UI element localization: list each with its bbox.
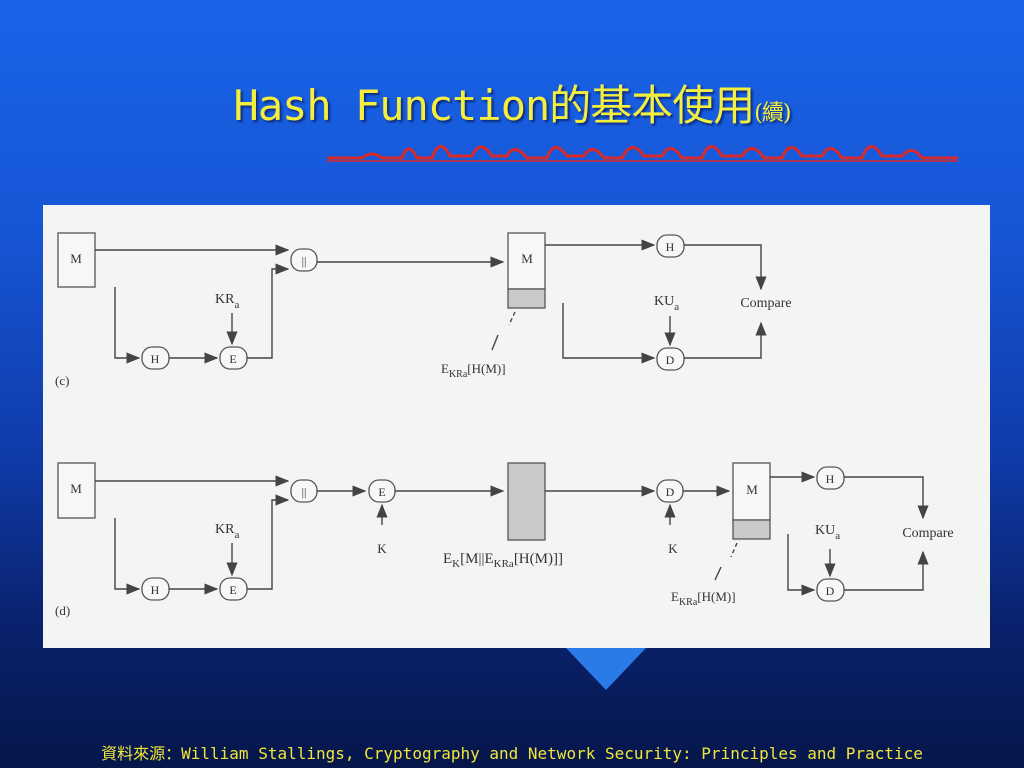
- private-key-label-d: KRa: [215, 522, 239, 541]
- slide-title-main: Hash Function的基本使用: [234, 81, 755, 130]
- decrypt-label-c: D: [666, 353, 675, 367]
- key2-label-d: K: [668, 541, 678, 556]
- source-footer: 資料來源：William Stallings, Cryptography and…: [0, 740, 1024, 764]
- signature-block-c: [508, 289, 545, 308]
- decorative-pointer: [566, 648, 646, 690]
- diagram-panel: M || H E KRa M EKRa[H(M)] H: [43, 205, 990, 648]
- key-label-d: K: [377, 541, 387, 556]
- slide-title: Hash Function的基本使用(續): [0, 72, 1024, 133]
- diagram-d-label: (d): [55, 603, 70, 618]
- diagram-c: M || H E KRa M EKRa[H(M)] H: [55, 233, 792, 388]
- hash-diagram: M || H E KRa M EKRa[H(M)] H: [43, 205, 990, 648]
- hash-label-d: H: [151, 583, 160, 597]
- message-label-d: M: [70, 481, 82, 496]
- compare-label-c: Compare: [740, 296, 791, 311]
- public-key-label-c: KUa: [654, 294, 679, 313]
- ciphertext-label-d: EK[M||EKRa[H(M)]]: [443, 551, 563, 570]
- concat-label-d: ||: [302, 485, 307, 499]
- ciphertext-block-d: [508, 463, 545, 540]
- compare-label-d: Compare: [902, 526, 953, 541]
- message-label-c: M: [70, 251, 82, 266]
- signature-block-d: [733, 520, 770, 539]
- encrypt-label-c: E: [229, 352, 236, 366]
- decrypt-label-d: D: [826, 584, 835, 598]
- diagram-c-label: (c): [55, 373, 69, 388]
- public-key-label-d: KUa: [815, 523, 840, 542]
- signature-label-d: EKRa[H(M)]: [671, 589, 736, 608]
- encrypt-label-d: E: [229, 583, 236, 597]
- title-ornament: [322, 130, 962, 166]
- private-key-label-c: KRa: [215, 292, 239, 311]
- slide-title-sub: (續): [754, 101, 790, 126]
- diagram-d: M || H E KRa E K EK[M||EKRa[H(M)]] D: [55, 463, 954, 618]
- hash-label-c: H: [151, 352, 160, 366]
- symmetric-decrypt-label-d: D: [666, 485, 675, 499]
- hash-verify-label-d: H: [826, 472, 835, 486]
- symmetric-encrypt-label-d: E: [378, 485, 385, 499]
- signature-label-c: EKRa[H(M)]: [441, 361, 506, 380]
- hash-verify-label-c: H: [666, 240, 675, 254]
- recovered-message-label-d: M: [746, 482, 758, 497]
- concat-label-c: ||: [302, 254, 307, 268]
- signed-message-label-c: M: [521, 251, 533, 266]
